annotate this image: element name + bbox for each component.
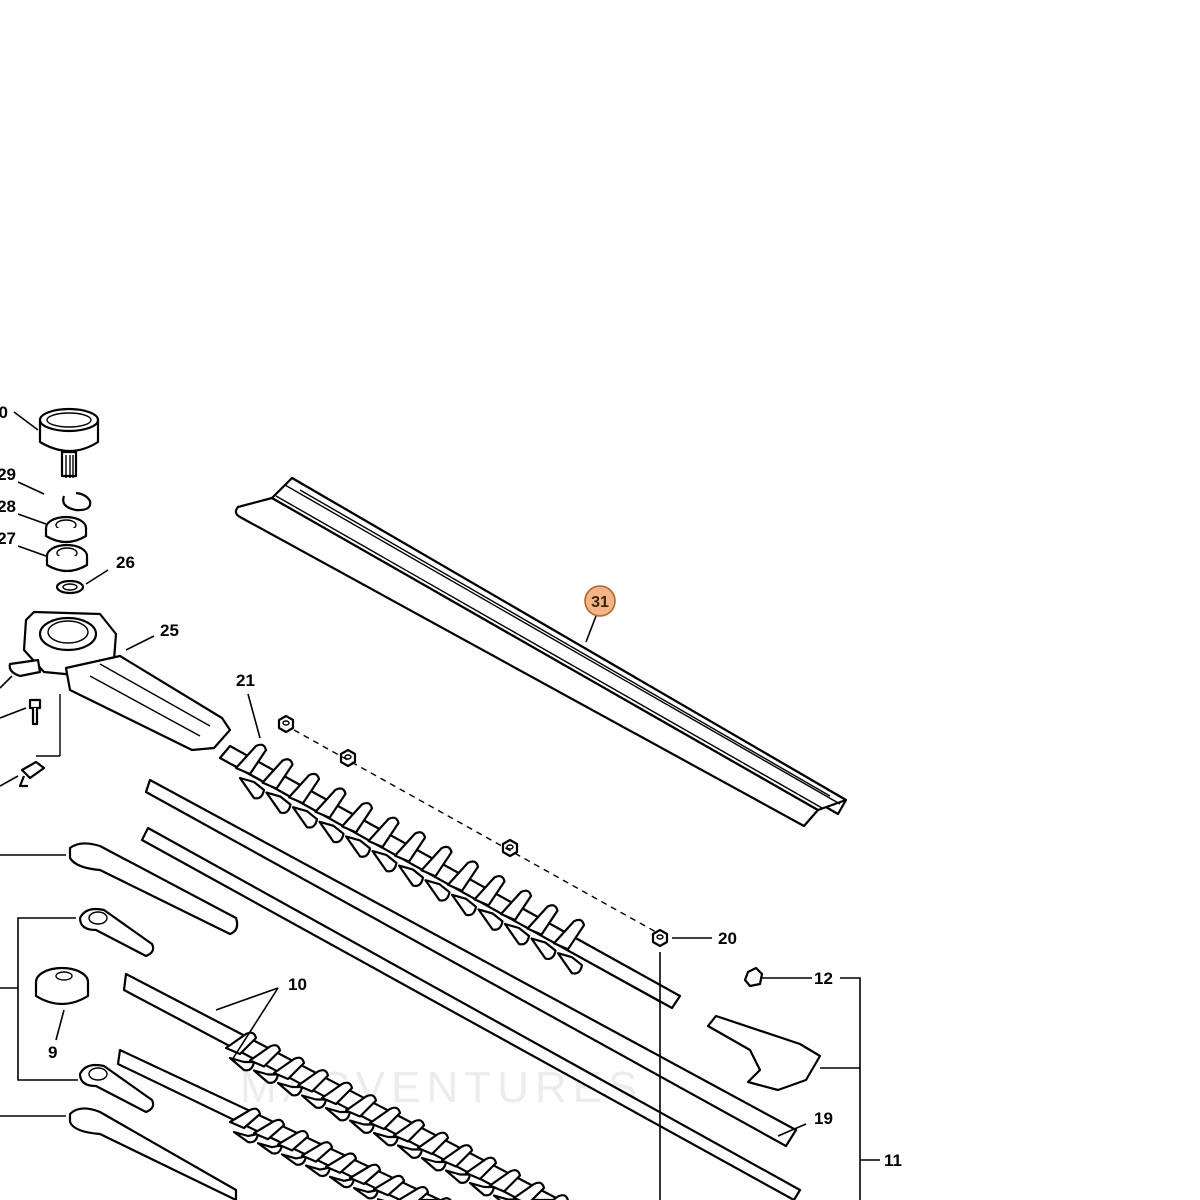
callout-30[interactable]: 30 [0, 403, 8, 422]
blade-tooth [420, 845, 453, 902]
blade-tooth [261, 758, 294, 815]
part-12-hand-guard[interactable] [706, 966, 822, 1092]
blade-tooth [526, 904, 559, 961]
lower-link-plate[interactable] [68, 1107, 238, 1200]
callout-28[interactable]: 28 [0, 497, 16, 516]
blade-tooth [393, 831, 427, 888]
callout-31[interactable]: 31 [591, 594, 609, 611]
part-9-gear-wheel[interactable] [34, 966, 90, 1006]
blade-tooth [551, 1194, 569, 1200]
callout-31-highlight[interactable] [584, 585, 616, 617]
right-bracket [820, 977, 880, 1200]
callout-26[interactable]: 26 [116, 553, 135, 572]
part-29-circlip[interactable] [62, 491, 92, 512]
blade-tooth [552, 918, 586, 975]
callout-21[interactable]: 21 [236, 671, 255, 690]
spacer-strip-lower[interactable] [140, 826, 802, 1200]
blade-tooth [234, 743, 268, 800]
blade-tooth [473, 874, 506, 931]
callout-9[interactable]: 9 [48, 1043, 57, 1062]
blade-tooth [499, 889, 533, 946]
callout-10[interactable]: 10 [288, 975, 307, 994]
callout-25[interactable]: 25 [160, 621, 179, 640]
part-20-nut-group[interactable] [277, 714, 669, 948]
part-30-clutch-drum[interactable] [38, 407, 100, 478]
spacer-strip-upper[interactable] [144, 778, 798, 1148]
blade-tooth [287, 772, 321, 829]
eccentric-link-lower[interactable] [78, 1063, 155, 1114]
callout-29[interactable]: 29 [0, 465, 16, 484]
callout-11[interactable]: 11 [884, 1151, 902, 1170]
callout-19[interactable]: 19 [814, 1109, 833, 1128]
nut-alignment-line [293, 729, 657, 933]
blade-tooth [372, 1174, 406, 1200]
blade-tooth [396, 1185, 430, 1200]
callout-27[interactable]: 27 [0, 529, 16, 548]
grease-nipple[interactable] [18, 760, 46, 788]
part-26-washer[interactable] [55, 579, 85, 595]
housing-screw[interactable] [28, 698, 42, 726]
part-21-cutter-blade[interactable] [218, 743, 682, 1010]
blade-tooth [367, 816, 400, 873]
part-31-blade-guard[interactable] [234, 476, 848, 828]
callout-20[interactable]: 20 [718, 929, 737, 948]
part-28-ball-bearing[interactable] [44, 515, 88, 544]
blade-tooth [340, 801, 374, 858]
leader-lines [0, 411, 812, 1200]
part-27-ball-bearing[interactable] [45, 543, 89, 573]
part-10-lower-blade-a[interactable] [122, 972, 569, 1200]
upper-link-plate[interactable] [68, 842, 239, 936]
callout-12[interactable]: 12 [814, 969, 833, 988]
left-bracket [0, 854, 78, 1117]
blade-tooth [512, 1181, 546, 1200]
eccentric-link-upper[interactable] [78, 907, 155, 958]
part-25-gear-housing[interactable] [8, 610, 232, 757]
blade-tooth [314, 787, 347, 844]
blade-tooth [446, 860, 480, 917]
part-10-lower-blade-b[interactable] [116, 1048, 452, 1200]
